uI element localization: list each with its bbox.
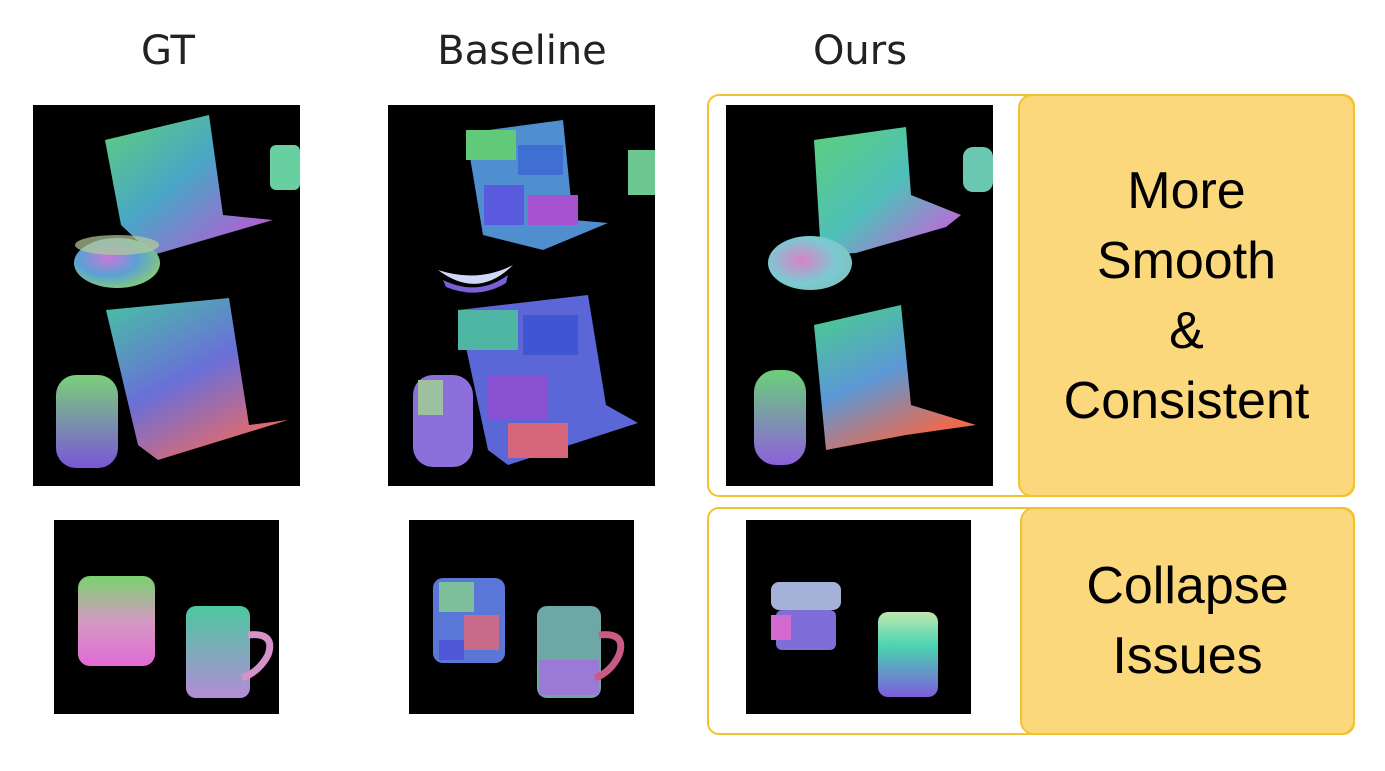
ours-normal-map-laptop-scene (726, 105, 993, 486)
callout-smooth-consistent: More Smooth & Consistent (1018, 94, 1355, 497)
gt-normal-map-mug-scene (54, 520, 279, 714)
column-header-gt: GT (140, 28, 195, 74)
column-header-baseline: Baseline (437, 28, 607, 74)
column-header-ours: Ours (812, 28, 908, 74)
callout-collapse-issues: Collapse Issues (1020, 507, 1355, 735)
baseline-normal-map-mug-scene (409, 520, 634, 714)
callout-smooth-consistent-text: More Smooth & Consistent (1063, 161, 1310, 430)
ours-normal-map-mug-scene (746, 520, 971, 714)
baseline-normal-map-laptop-scene (388, 105, 655, 486)
callout-collapse-issues-text: Collapse Issues (1086, 557, 1289, 685)
gt-normal-map-laptop-scene (33, 105, 300, 486)
